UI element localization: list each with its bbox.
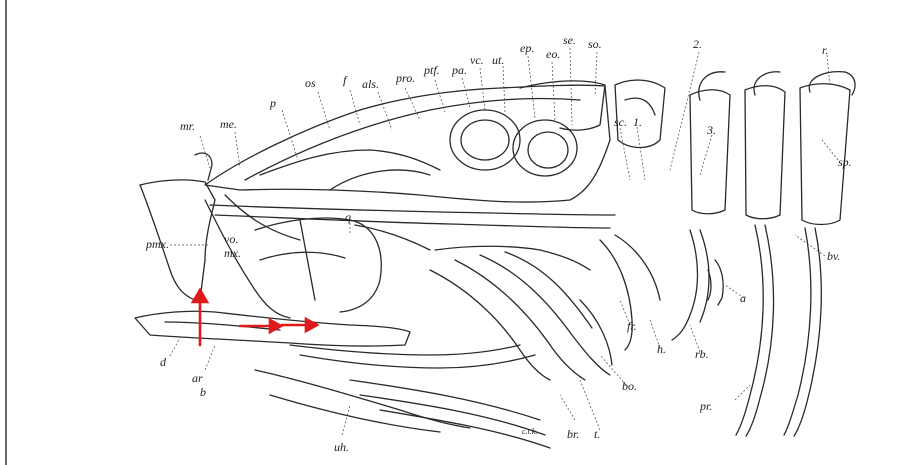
label-h: h. [657, 342, 666, 356]
first-vertebra [614, 79, 666, 149]
rib-1 [671, 229, 699, 341]
label-a: a [740, 291, 746, 305]
appendage-a [714, 259, 724, 306]
label-ptf: ptf. [424, 63, 440, 77]
label-1: 1. [633, 115, 642, 129]
otic-capsule [449, 109, 521, 171]
ethmoid-region [139, 179, 216, 301]
label-t: t. [594, 427, 601, 441]
branchial-arch-2 [454, 259, 586, 381]
label-rb: rb. [695, 347, 709, 361]
label-f: f [343, 73, 347, 87]
label-2: 2. [693, 37, 702, 51]
label-me: me. [220, 117, 237, 131]
label-vc: vc. [470, 53, 484, 67]
neural-spine-3 [808, 71, 856, 96]
label-eo: eo. [546, 47, 561, 61]
branchial-arch-3 [479, 254, 611, 376]
neural-spine-1 [698, 71, 726, 101]
pleural-rib-2 [783, 227, 812, 436]
label-fr: fr. [627, 319, 637, 333]
vertebra-2 [689, 89, 731, 215]
label-ep: ep. [520, 41, 535, 55]
maxilla [204, 199, 291, 319]
label-sp: sp. [838, 155, 852, 169]
branchiostegal-ray-2 [359, 394, 546, 436]
label-signature: c.t.k. [522, 427, 538, 436]
label-pa: pa. [452, 63, 467, 77]
parasphenoid [209, 204, 616, 216]
label-vo: vo. [224, 232, 239, 246]
label-b: b [200, 385, 206, 399]
urohyal [254, 369, 471, 429]
label-pmx: pmx. [146, 237, 169, 251]
neurocranium-outline [204, 84, 611, 203]
label-uh: uh. [334, 440, 349, 454]
label-pr: pr. [700, 399, 713, 413]
branchial-arch-4 [504, 251, 593, 329]
label-br: br. [567, 427, 580, 441]
label-ut: ut. [492, 53, 505, 67]
skull-roof-line [244, 97, 581, 181]
label-d: d [160, 355, 166, 369]
ceratohyal [289, 344, 521, 356]
label-q: q [345, 210, 351, 224]
label-p: p [270, 96, 276, 110]
cleithrum [599, 239, 633, 351]
label-ar: ar [192, 371, 203, 385]
label-mx: mx. [224, 246, 241, 260]
label-pro: pro. [396, 71, 416, 85]
label-se: se. [563, 33, 576, 47]
branchiostegal-ray-1 [349, 379, 541, 421]
hyomandibular-quadrate [254, 217, 382, 313]
vertebra-4 [799, 83, 851, 226]
label-bo: bo. [622, 379, 637, 393]
neural-spine-2 [753, 71, 781, 96]
pectoral-basal-bone [579, 299, 613, 366]
label-als: als. [362, 77, 380, 91]
branchial-arch-1 [429, 269, 551, 381]
label-so: so. [588, 37, 602, 51]
mandible [134, 310, 411, 347]
label-os: os [305, 76, 316, 90]
label-3: 3. [707, 123, 716, 137]
vertebra-3 [744, 85, 786, 220]
label-sc: sc. [614, 115, 627, 129]
label-mr: mr. [180, 119, 196, 133]
pleural-rib-1 [735, 224, 764, 436]
label-bv: bv. [827, 249, 841, 263]
label-r: r. [822, 43, 829, 57]
